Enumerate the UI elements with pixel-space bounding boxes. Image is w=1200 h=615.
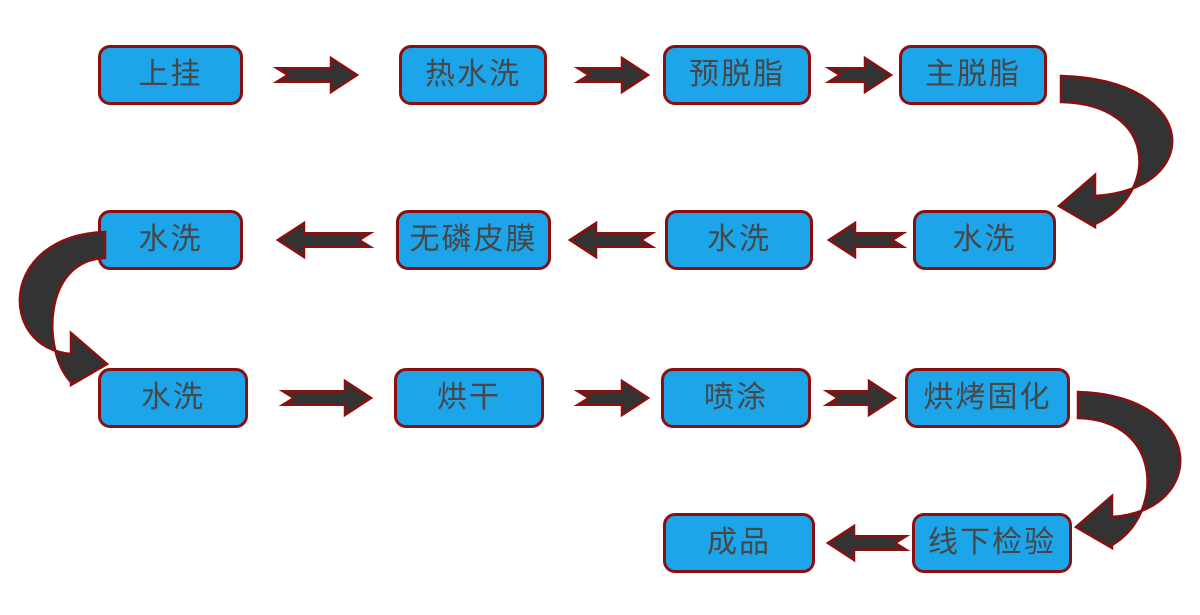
process-node-n1[interactable]: 上挂 (98, 45, 243, 105)
curved-flow-arrow-right-c3 (1072, 388, 1200, 551)
process-node-n13[interactable]: 成品 (663, 513, 815, 573)
process-node-n8[interactable]: 水洗 (913, 210, 1056, 270)
process-node-n2[interactable]: 热水洗 (399, 45, 547, 105)
flow-arrow-right-a8 (573, 378, 651, 418)
process-node-n3[interactable]: 预脱脂 (663, 45, 811, 105)
flow-arrow-left-a4 (826, 220, 908, 260)
flow-arrow-right-a9 (822, 378, 898, 418)
process-node-n12[interactable]: 烘烤固化 (905, 368, 1070, 428)
flow-arrow-right-a7 (278, 378, 374, 418)
process-node-n6[interactable]: 无磷皮膜 (396, 210, 551, 270)
curved-flow-arrow-right-c1 (1055, 72, 1195, 230)
process-node-n5[interactable]: 水洗 (98, 210, 243, 270)
flow-arrow-right-a1 (272, 55, 360, 95)
flow-arrow-left-a10 (825, 523, 911, 563)
flow-arrow-left-a5 (567, 220, 657, 260)
process-node-n14[interactable]: 线下检验 (912, 513, 1072, 573)
process-node-n7[interactable]: 水洗 (665, 210, 813, 270)
flow-arrow-right-a3 (824, 55, 894, 95)
process-node-n9[interactable]: 水洗 (98, 368, 248, 428)
flow-arrow-left-a6 (275, 220, 375, 260)
process-node-n10[interactable]: 烘干 (394, 368, 544, 428)
process-node-n4[interactable]: 主脱脂 (899, 45, 1047, 105)
process-node-n11[interactable]: 喷涂 (661, 368, 811, 428)
flow-arrow-right-a2 (573, 55, 651, 95)
curved-flow-arrow-left-c2 (6, 228, 111, 388)
